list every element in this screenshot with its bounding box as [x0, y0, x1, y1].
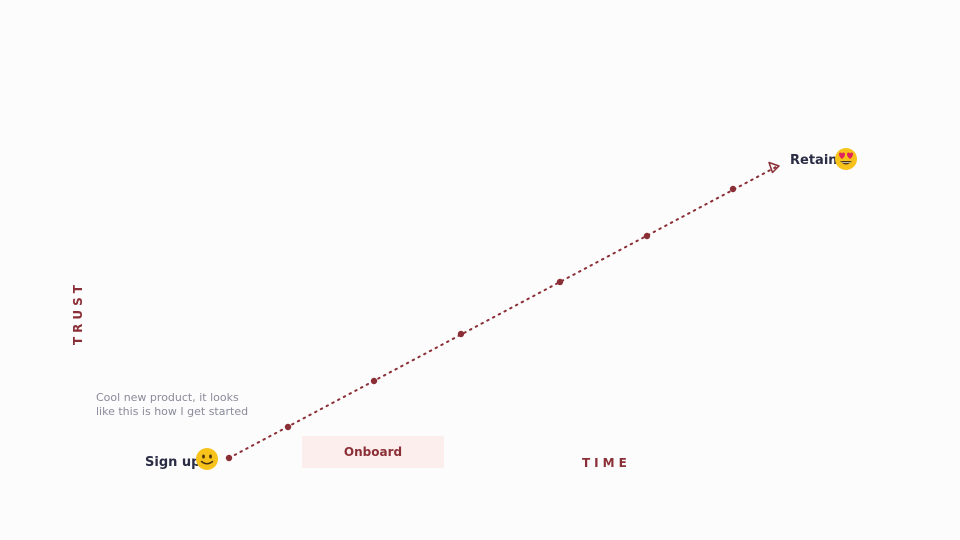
path-dot — [556, 278, 564, 286]
arrowhead-icon — [768, 161, 780, 174]
x-axis-label: TIME — [582, 456, 631, 470]
slightly-smiling-face-icon — [196, 448, 218, 470]
path-dot — [457, 330, 465, 338]
trust-path-line — [228, 166, 777, 459]
path-dot — [729, 185, 737, 193]
onboard-stage: Onboard — [302, 436, 444, 468]
user-quote: Cool new product, it looks like this is … — [96, 391, 249, 418]
signup-label: Sign up — [145, 455, 201, 470]
path-dot — [370, 377, 378, 385]
heart-eyes-face-icon — [835, 148, 857, 170]
path-dot — [225, 454, 233, 462]
path-dot — [643, 232, 651, 240]
path-dot — [284, 423, 292, 431]
onboard-stage-label: Onboard — [343, 445, 403, 459]
retain-label: Retain — [790, 153, 838, 168]
